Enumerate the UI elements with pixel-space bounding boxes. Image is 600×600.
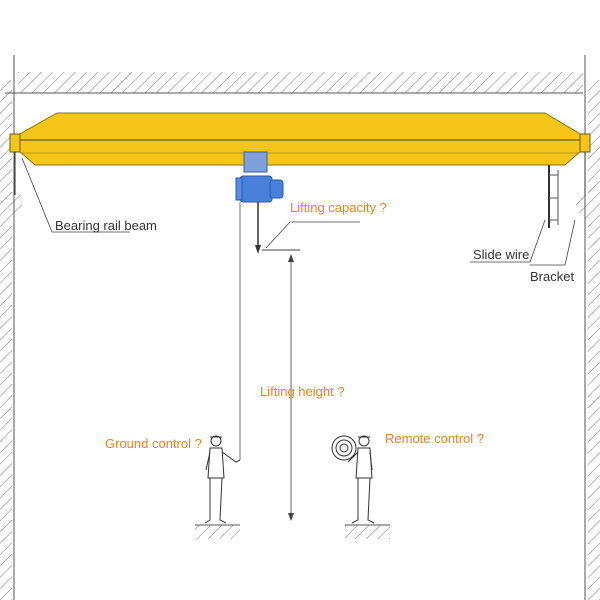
ground-operator-figure (204, 435, 241, 524)
electric-hoist (235, 151, 284, 460)
left-wall (0, 55, 22, 600)
label-remote-control: Remote control ? (385, 431, 484, 446)
remote-signal-icon (339, 443, 349, 453)
label-lifting-height: Lifting height ? (260, 384, 345, 399)
remote-operator-figure (331, 435, 375, 524)
ceiling (18, 72, 583, 94)
hook-icon (255, 245, 261, 254)
label-bracket: Bracket (530, 269, 574, 284)
label-lifting-capacity: Lifting capacity ? (290, 200, 387, 215)
left-end-truck (9, 133, 21, 153)
right-end-truck (579, 133, 591, 153)
label-ground-control: Ground control ? (105, 436, 202, 451)
slide-wire (548, 165, 559, 228)
lifting-height-dimension (262, 249, 300, 521)
floor (195, 524, 390, 539)
leader-lines (21, 157, 576, 266)
label-slide-wire: Slide wire (473, 247, 529, 262)
bridge-girder (9, 112, 591, 195)
label-bearing-rail-beam: Bearing rail beam (55, 218, 157, 233)
